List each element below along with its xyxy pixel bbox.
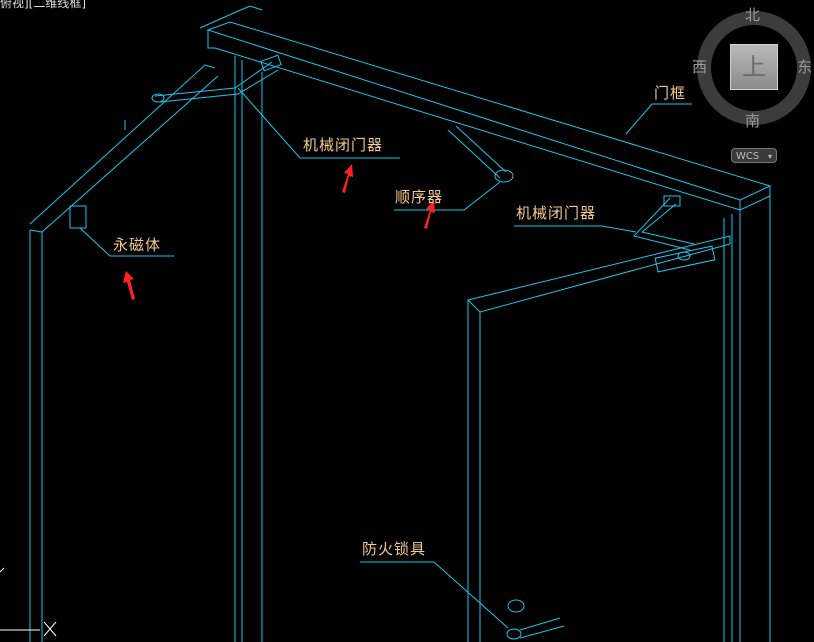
- arrow-closer-left: [342, 164, 353, 193]
- label-magnet: 永磁体: [113, 236, 162, 254]
- compass-west[interactable]: 西: [692, 58, 708, 76]
- leader-fire-lock: [360, 561, 509, 629]
- label-sequencer: 顺序器: [395, 188, 444, 206]
- leader-closer-left: [237, 87, 400, 159]
- compass-south[interactable]: 南: [745, 112, 761, 130]
- compass-east[interactable]: 东: [797, 58, 813, 76]
- viewport-label[interactable]: 俯视][二维线框]: [0, 0, 87, 10]
- door-frame-top-step: [199, 5, 263, 29]
- chevron-down-icon: ▾: [767, 152, 772, 161]
- label-door-frame: 门框: [654, 84, 687, 102]
- label-fire-lock: 防火锁具: [362, 540, 427, 558]
- viewcube-top-face[interactable]: 上: [730, 44, 778, 90]
- arrow-sequencer: [424, 200, 435, 229]
- compass-north[interactable]: 北: [745, 6, 761, 24]
- magnet-block: [69, 205, 87, 229]
- door-leaf-right: [467, 235, 731, 313]
- label-closer-left: 机械闭门器: [303, 136, 384, 154]
- leader-door-frame: [625, 103, 692, 135]
- leader-closer-right: [514, 225, 637, 233]
- label-closer-right: 机械闭门器: [516, 204, 597, 222]
- fire-lock-handle: [519, 617, 561, 631]
- arrow-magnet: [123, 271, 135, 300]
- closer-right-arm: [633, 197, 691, 251]
- wcs-menu[interactable]: WCS ▾: [731, 148, 777, 163]
- leader-sequencer: [394, 181, 501, 211]
- closer-left-arm: [154, 61, 273, 97]
- leader-magnet: [79, 227, 174, 257]
- wcs-label: WCS: [736, 151, 760, 162]
- sequencer-arm: [447, 129, 501, 179]
- door-leaf-left-top: [29, 64, 216, 225]
